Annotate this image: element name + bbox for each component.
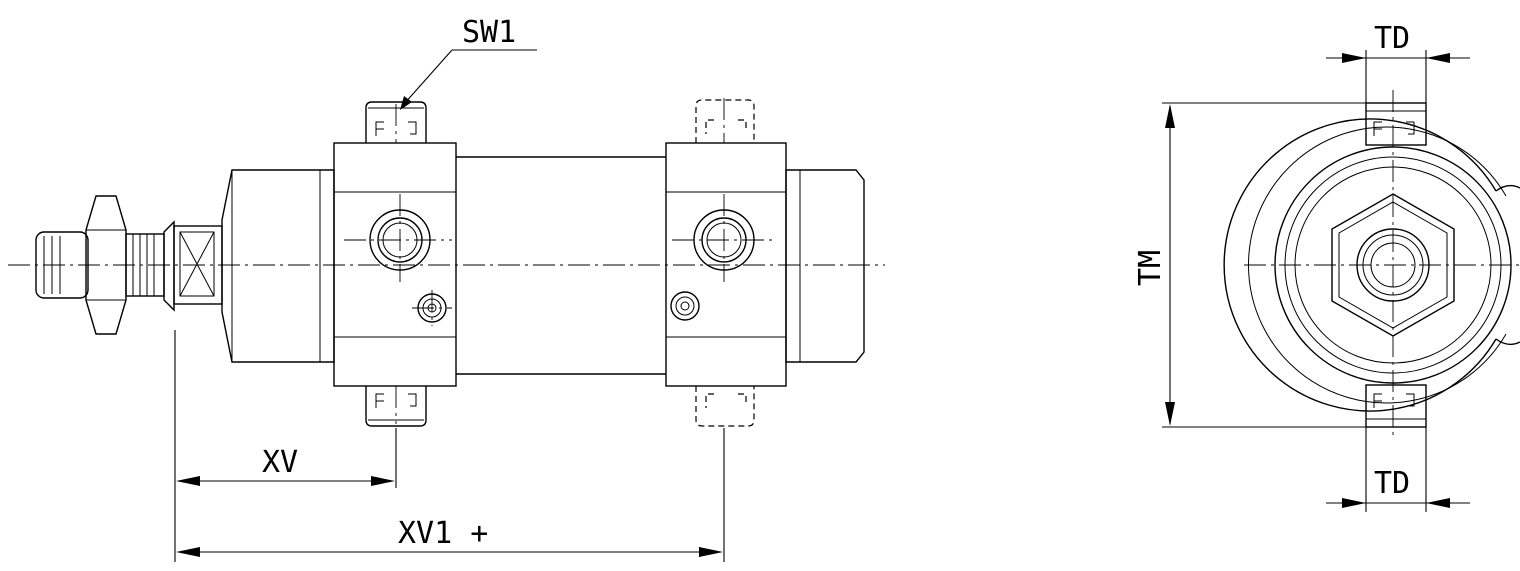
sw1-label: SW1 (462, 15, 516, 50)
front-end-cap (221, 169, 335, 363)
xv1-dimension: XV1 + (176, 428, 725, 562)
front-trunnion-block (333, 142, 457, 387)
end-view-pin-bottom (1365, 384, 1427, 428)
sw1-callout: SW1 (400, 15, 537, 110)
front-trunnion-pin-top (365, 101, 427, 143)
end-view: TD TD TM (1133, 21, 1520, 512)
td-bottom-label: TD (1374, 466, 1410, 501)
rear-trunnion-pin-top (695, 98, 755, 143)
end-view-pin-top (1365, 102, 1427, 146)
rear-end-cap (785, 169, 865, 363)
rod-thread (35, 231, 89, 299)
rear-trunnion-pin-bottom (695, 386, 755, 427)
td-bottom-dimension: TD (1326, 427, 1470, 512)
xv1-label: XV1 + (398, 516, 488, 551)
tm-dimension: TM (1133, 102, 1366, 428)
outer-circle (1223, 118, 1497, 412)
barrel (456, 156, 666, 375)
side-view: SW1 XV XV1 + (8, 15, 885, 562)
rod-sleeve (125, 220, 175, 312)
td-top-label: TD (1374, 21, 1410, 56)
xv-label: XV (262, 445, 298, 480)
rod-nut (85, 195, 127, 335)
td-top-dimension: TD (1326, 21, 1470, 103)
wrench-flats (173, 225, 223, 305)
end-view-hex (1331, 193, 1455, 337)
rear-trunnion-block (665, 142, 787, 387)
front-trunnion-pin-bottom (365, 386, 427, 427)
xv-dimension: XV (174, 330, 397, 562)
tm-label: TM (1133, 250, 1168, 286)
